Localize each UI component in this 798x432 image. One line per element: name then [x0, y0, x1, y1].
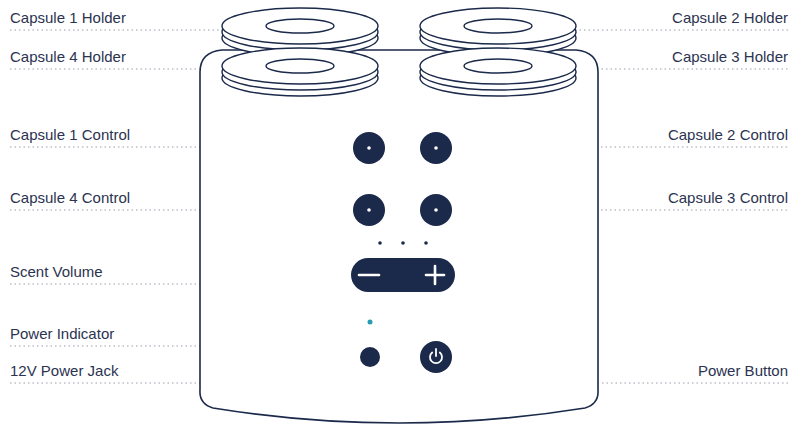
control-button [353, 194, 385, 226]
capsule-holder [222, 48, 378, 96]
leader-line [570, 68, 788, 69]
capsule-holders [222, 8, 576, 96]
power-jack [360, 347, 380, 367]
part-label: Capsule 4 Holder [10, 48, 126, 66]
device-body [200, 50, 598, 423]
part-label: Capsule 4 Control [10, 189, 130, 207]
leader-line [10, 29, 232, 30]
part-label: Capsule 2 Control [668, 126, 788, 144]
part-label: Capsule 1 Holder [10, 9, 126, 27]
control-button [353, 132, 385, 164]
capsule-holder [420, 48, 576, 96]
minus-symbol [359, 274, 379, 277]
capsule-buttons [353, 132, 452, 226]
power-indicator-led [368, 320, 373, 325]
volume-control [351, 258, 455, 292]
part-label: Power Button [698, 362, 788, 380]
power-button [420, 341, 452, 373]
part-label: Capsule 1 Control [10, 126, 130, 144]
leader-line [10, 68, 228, 69]
part-label: 12V Power Jack [10, 362, 118, 380]
control-button [420, 194, 452, 226]
part-label: Scent Volume [10, 263, 103, 281]
control-button [420, 132, 452, 164]
leader-line [566, 29, 788, 30]
volume-level-dots [378, 241, 428, 245]
part-label: Power Indicator [10, 325, 114, 343]
part-label: Capsule 2 Holder [672, 9, 788, 27]
part-label: Capsule 3 Control [668, 189, 788, 207]
part-label: Capsule 3 Holder [672, 48, 788, 66]
